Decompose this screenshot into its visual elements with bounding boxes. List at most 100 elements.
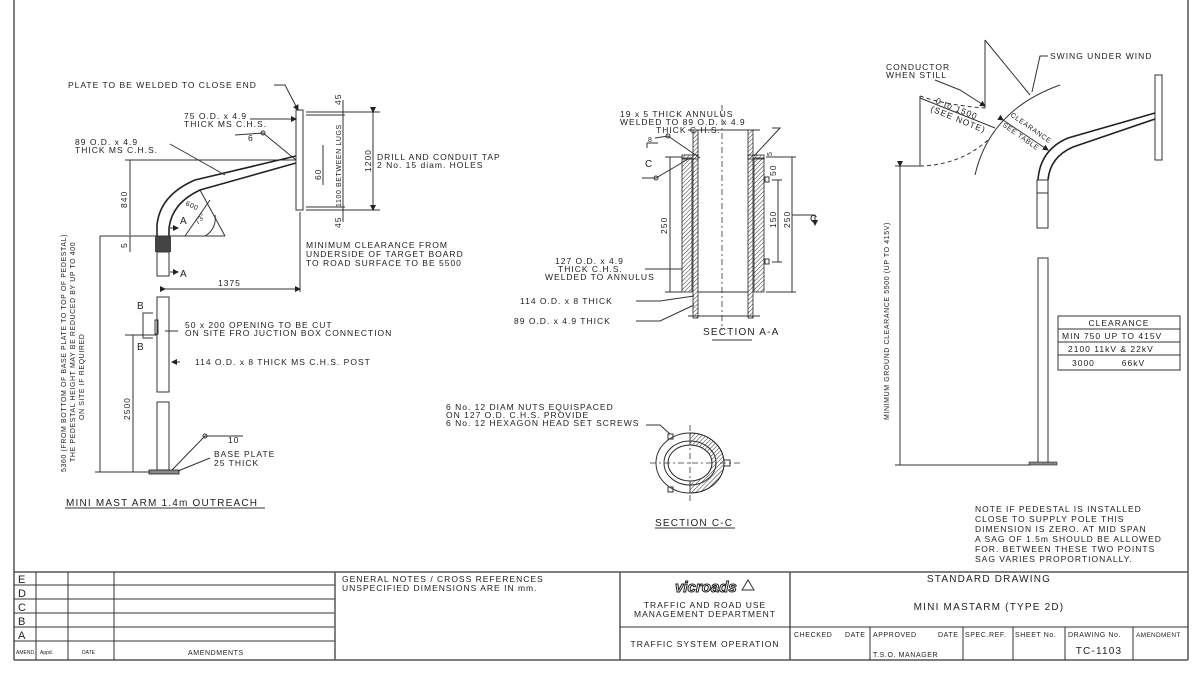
dim-60: 60: [313, 169, 323, 180]
section-a-a: [636, 105, 818, 341]
height-note-1: 5360 (FROM BOTTOM OF BASE PLATE TO TOP O…: [61, 234, 68, 472]
dim-50: 50: [768, 165, 778, 176]
vicroads-logo: vicroads: [675, 579, 737, 596]
dim-45-top: 45: [333, 94, 343, 105]
amend-letter: D: [18, 588, 27, 600]
title-block: vicroads TRAFFIC AND ROAD USE MANAGEMENT…: [619, 572, 1188, 660]
col-date: DATE: [82, 650, 96, 656]
clearance-note-2: UNDERSIDE OF TARGET BOARD: [306, 249, 464, 259]
col-amend: AMEND.: [16, 650, 35, 656]
opening-note-1: 50 x 200 OPENING TO BE CUT: [185, 320, 333, 330]
section-a-a-title: SECTION A-A: [703, 327, 780, 338]
section-c-c: [646, 424, 740, 529]
general-notes-text: UNSPECIFIED DIMENSIONS ARE IN mm.: [342, 583, 537, 593]
drawing-no-label: DRAWING No.: [1068, 632, 1121, 639]
base-plate: [148, 469, 180, 475]
amend-letter: B: [18, 616, 27, 628]
pipe-114-note: 114 O.D. x 8 THICK: [520, 296, 613, 306]
mini-mast-arm-elevation: [65, 84, 380, 509]
amend-letter: C: [18, 602, 27, 614]
weld-symbol-10: 10: [228, 435, 239, 445]
note-line: NOTE IF PEDESTAL IS INSTALLED: [975, 504, 1142, 514]
annulus-note-3: THICK C.H.S.: [656, 125, 721, 135]
spec-ref-label: SPEC.REF.: [965, 632, 1007, 639]
weld-symbol-8: 8: [648, 137, 653, 144]
nuts-note-3: 6 No. 12 HEXAGON HEAD SET SCREWS: [446, 418, 639, 428]
weld-symbol-6: 6: [248, 133, 254, 143]
clearance-elevation: [895, 39, 1163, 466]
arm-spec-2: THICK MS C.H.S.: [75, 145, 158, 155]
dim-250-right: 250: [782, 211, 792, 228]
angle-73: 73°: [193, 212, 207, 227]
dim-45-bottom: 45: [333, 217, 343, 228]
drawing-number: TC-1103: [1076, 646, 1123, 657]
clearance-row: MIN 750 UP TO 415V: [1062, 331, 1162, 341]
ground-clearance-label: MINIMUM GROUND CLEARANCE 5500 (UP TO 415…: [884, 222, 891, 420]
section-a-a-labels: 19 x 5 THICK ANNULUS WELDED TO 89 O.D. x…: [514, 109, 817, 338]
base-plate-note-2: 25 THICK: [214, 458, 259, 468]
dim-1375: 1375: [218, 278, 241, 288]
section-b-marker-top: B: [137, 301, 145, 312]
dim-840: 840: [119, 191, 129, 208]
target-board: [295, 109, 304, 211]
height-note-3: ON SITE IF REQUIRED: [79, 334, 86, 420]
arm-top-spec-2: THICK MS C.H.S.: [184, 119, 267, 129]
department-line-2: MANAGEMENT DEPARTMENT: [634, 609, 776, 619]
dim-150: 150: [768, 211, 778, 228]
drawing-frame: [13, 0, 1189, 661]
section-b-marker-bottom: B: [137, 342, 145, 353]
post-upper: [156, 296, 170, 393]
outer-tube-note-2: THICK C.H.S.: [558, 264, 623, 274]
drill-note-2: 2 No. 15 diam. HOLES: [377, 160, 483, 170]
annulus-note-1: 19 x 5 THICK ANNULUS: [620, 109, 733, 119]
section-a-marker-bottom: A: [180, 269, 188, 280]
pedestal-sleeve: [155, 236, 171, 252]
left-view-labels: PLATE TO BE WELDED TO CLOSE END 75 O.D. …: [61, 80, 501, 509]
dim-2500: 2500: [122, 397, 132, 420]
plate-note: PLATE TO BE WELDED TO CLOSE END: [68, 80, 257, 90]
opening-note-2: ON SITE FRO JUCTION BOX CONNECTION: [185, 328, 392, 338]
amendment-label: AMENDMENT: [1136, 632, 1181, 639]
conductor-label-2: WHEN STILL: [886, 70, 947, 80]
sheet-no-label: SHEET No.: [1015, 632, 1056, 639]
nuts-note-2: ON 127 O.D. C.H.S. PROVIDE: [446, 410, 589, 420]
clearance-note-1: MINIMUM CLEARANCE FROM: [306, 240, 448, 250]
clearance-table-header: CLEARANCE: [1089, 318, 1150, 328]
post-lower: [156, 401, 170, 471]
checked-label: CHECKED: [794, 632, 832, 639]
approver: T.S.O. MANAGER: [873, 652, 938, 659]
clearance-row: 3000 66kV: [1072, 358, 1145, 368]
note-line: SAG VARIES PROPORTIONALLY.: [975, 554, 1133, 564]
note-line: CLOSE TO SUPPLY POLE THIS: [975, 514, 1124, 524]
division: TRAFFIC SYSTEM OPERATION: [631, 639, 780, 649]
swing-label: SWING UNDER WIND: [1050, 51, 1152, 61]
base-plate-note-1: BASE PLATE: [214, 449, 275, 459]
col-amendments: AMENDMENTS: [188, 650, 244, 657]
note-line: A SAG OF 1.5m SHOULD BE ALLOWED: [975, 534, 1162, 544]
height-note-2: THE PEDESTAL HEIGHT MAY BE REDUCED BY UP…: [70, 242, 77, 462]
drill-note-1: DRILL AND CONDUIT TAP: [377, 152, 501, 162]
dim-1100-between-lugs: 1100 BETWEEN LUGS: [336, 124, 343, 207]
conductor-label-1: CONDUCTOR: [886, 62, 950, 72]
outer-tube-note-1: 127 O.D. x 4.9: [555, 256, 624, 266]
post-note: 114 O.D. x 8 THICK MS C.H.S. POST: [195, 357, 371, 367]
amend-letter: E: [18, 574, 27, 586]
amendments-table: E D C B A AMEND. Appd. DATE AMENDMENTS G…: [14, 572, 544, 660]
dim-600: 600: [184, 200, 199, 212]
approved-label: APPROVED: [873, 632, 917, 639]
drawing-title: MINI MASTARM (TYPE 2D): [914, 602, 1065, 613]
target-board-right: [1154, 74, 1163, 161]
note-line: FOR. BETWEEN THESE TWO POINTS: [975, 544, 1155, 554]
pipe-89-note: 89 O.D. x 4.9 THICK: [514, 316, 611, 326]
section-c-c-labels: 6 No. 12 DIAM NUTS EQUISPACED ON 127 O.D…: [446, 402, 733, 529]
section-c-c-title: SECTION C-C: [655, 518, 733, 529]
pedestal-note: NOTE IF PEDESTAL IS INSTALLED CLOSE TO S…: [975, 504, 1162, 564]
arm-top-spec-1: 75 O.D. x 4.9: [184, 111, 247, 121]
approved-date-label: DATE: [938, 632, 959, 639]
department-line-1: TRAFFIC AND ROAD USE: [644, 600, 766, 610]
note-line: DIMENSION IS ZERO. AT MID SPAN: [975, 524, 1147, 534]
vicroads-emblem-icon: [741, 579, 755, 591]
clearance-note-3: TO ROAD SURFACE TO BE 5500: [306, 258, 462, 268]
general-notes-heading: GENERAL NOTES / CROSS REFERENCES: [342, 574, 544, 584]
